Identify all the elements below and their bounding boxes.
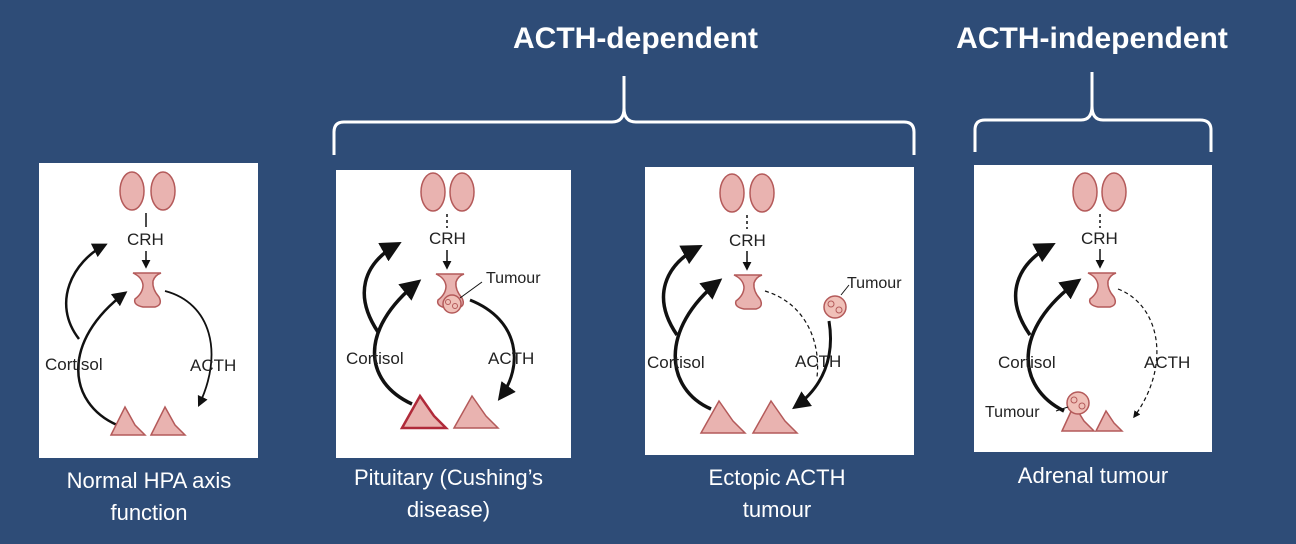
caption-ectopic: Ectopic ACTH tumour — [708, 465, 846, 522]
hypothalamus-icon — [1072, 172, 1127, 212]
tumour-label: Tumour — [486, 270, 541, 287]
pituitary-icon — [132, 272, 162, 308]
tumour-icon — [823, 295, 847, 319]
caption-pituitary: Pituitary (Cushing’s disease) — [353, 465, 544, 522]
acth-independent-heading: ACTH-independent — [956, 22, 1228, 55]
hypothalamus-icon — [420, 172, 475, 212]
panel-pituitary: CRH Tumour ACTH Cortisol — [336, 170, 571, 458]
adrenal-glands-icon — [1060, 403, 1124, 432]
panel-ectopic: CRH Tumour ACTH Cortisol — [645, 167, 914, 455]
adrenal-glands-icon — [109, 405, 187, 436]
caption-normal: Normal HPA axis function — [66, 468, 232, 525]
cortisol-label: Cortisol — [45, 355, 103, 374]
adrenal-glands-icon — [699, 399, 799, 434]
pituitary-icon — [733, 274, 763, 310]
acth-label: ACTH — [795, 352, 841, 371]
acth-label: ACTH — [190, 356, 236, 375]
cortisol-label: Cortisol — [346, 349, 404, 368]
crh-label: CRH — [429, 229, 466, 248]
acth-label: ACTH — [1144, 353, 1190, 372]
acth-label: ACTH — [488, 349, 534, 368]
acth-independent-bracket — [973, 72, 1213, 152]
acth-dependent-heading: ACTH-dependent — [513, 22, 758, 55]
acth-dependent-bracket — [332, 76, 916, 155]
tumour-label: Tumour — [847, 275, 902, 292]
hypothalamus-icon — [719, 173, 775, 213]
tumour-icon — [1066, 391, 1090, 415]
cortisol-label: Cortisol — [998, 353, 1056, 372]
cortisol-label: Cortisol — [647, 353, 705, 372]
hypothalamus-icon — [119, 171, 176, 211]
tumour-label: Tumour — [985, 404, 1040, 421]
tumour-icon — [442, 294, 462, 314]
crh-label: CRH — [1081, 229, 1118, 248]
caption-adrenal-tumour: Adrenal tumour — [1017, 463, 1169, 488]
crh-label: CRH — [729, 231, 766, 250]
panel-adrenal-tumour: CRH ACTH Cortisol Tumour — [974, 165, 1212, 452]
adrenal-glands-icon — [399, 393, 500, 430]
pituitary-icon — [1087, 272, 1117, 308]
panel-normal: CRH ACTH Cortisol — [39, 163, 258, 458]
crh-label: CRH — [127, 230, 164, 249]
